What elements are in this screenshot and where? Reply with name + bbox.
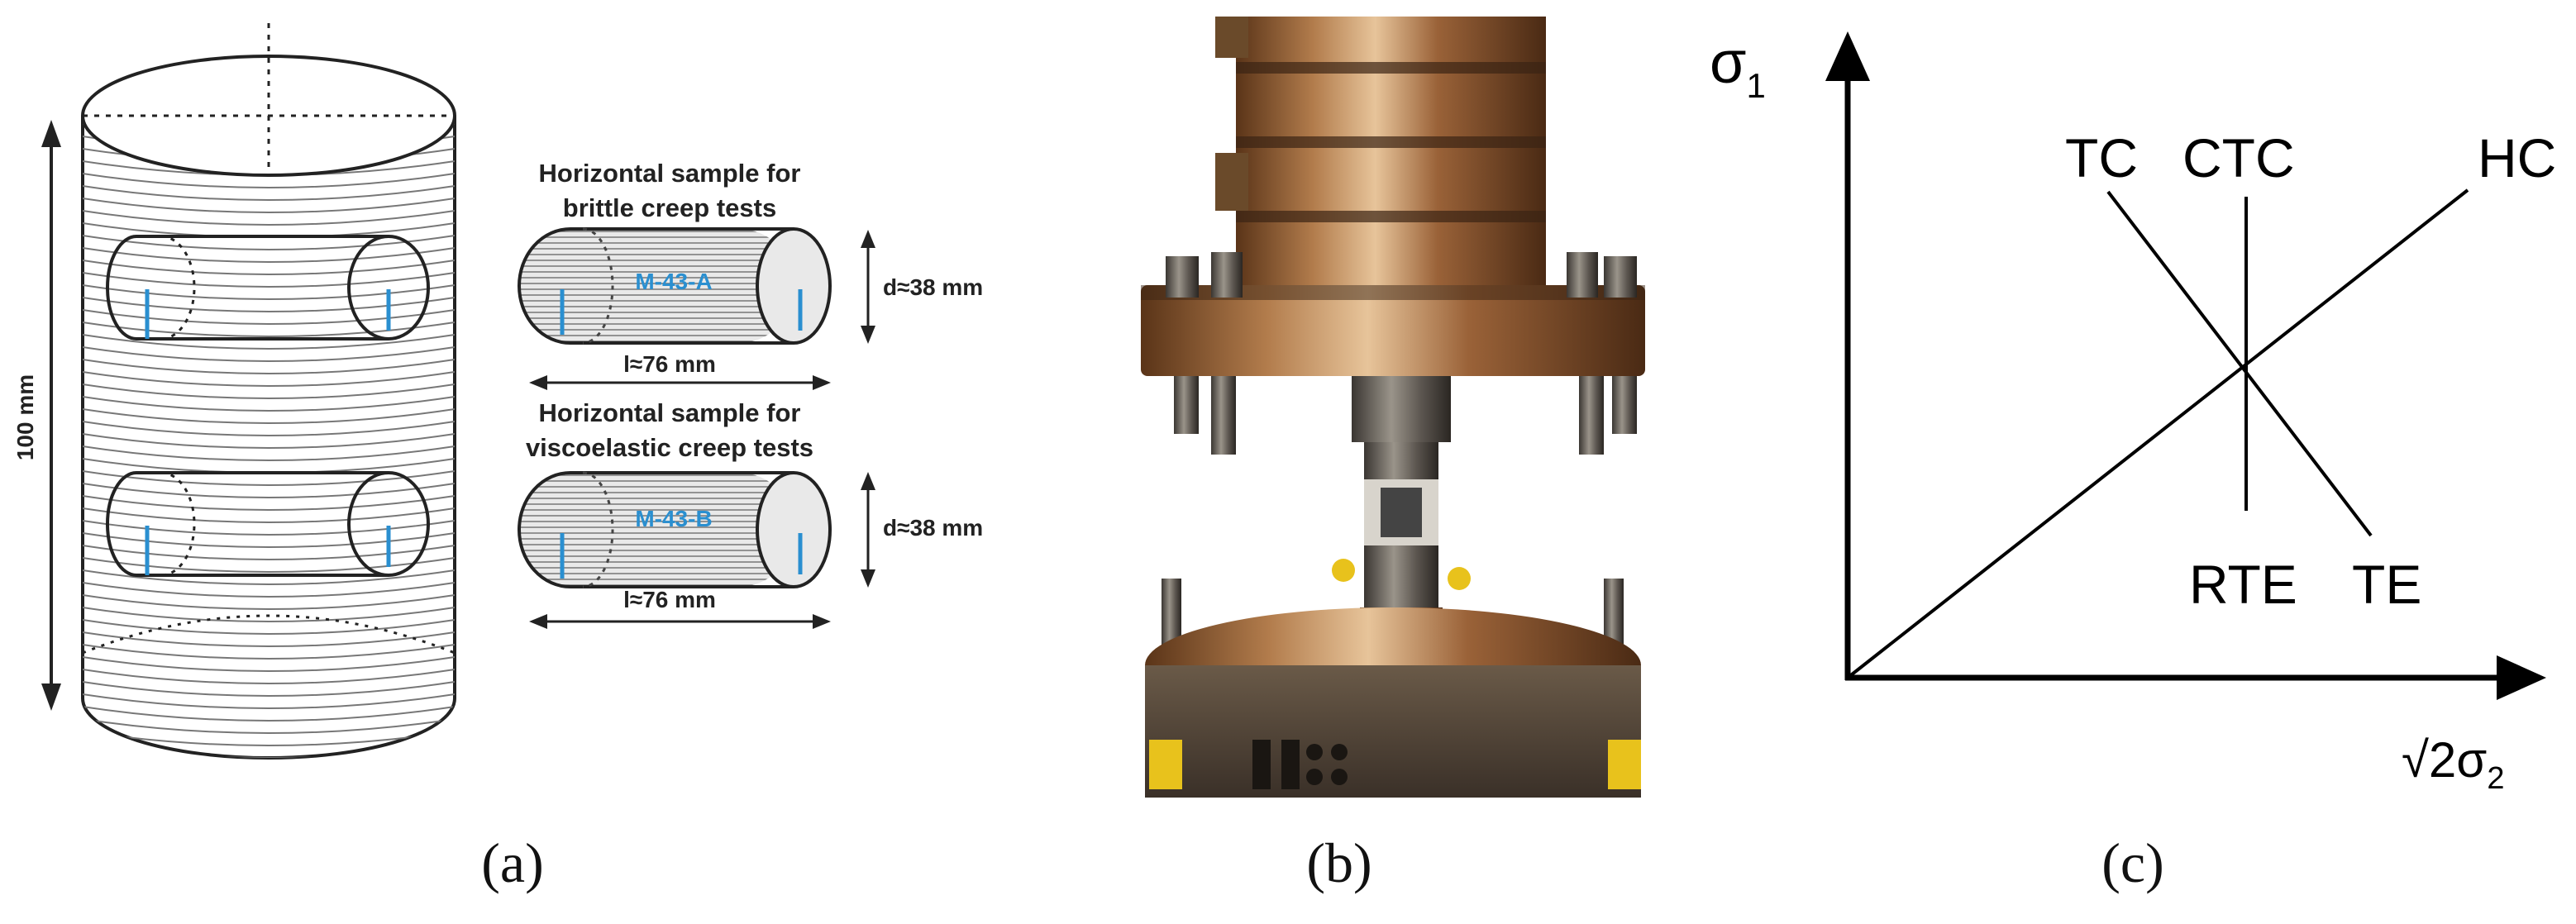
tc-label: TC	[2065, 127, 2138, 188]
base-box	[1145, 665, 1641, 798]
sample-b-title-2: viscoelastic creep tests	[526, 433, 813, 462]
panel-a: 100 mm Horizontal sample for brittle cre…	[0, 0, 1025, 924]
ctc-label: CTC	[2182, 127, 2295, 188]
height-dimension: 100 mm	[12, 120, 61, 711]
piston	[1352, 376, 1451, 442]
test-rig-photo	[1141, 17, 1645, 798]
panel-c: σ1 √2σ2 TC CTC HC RTE TE (c)	[1653, 0, 2576, 924]
panel-b: (b)	[1025, 0, 1653, 924]
sample-a-diameter: d≈38 mm	[883, 274, 983, 300]
svg-text:√2σ2: √2σ2	[2402, 732, 2504, 796]
flange	[1141, 285, 1645, 376]
sample-a-title-2: brittle creep tests	[563, 193, 776, 222]
y-axis-sub: 1	[1746, 66, 1765, 105]
caption-b: (b)	[1306, 831, 1372, 894]
x-axis-arrow	[2497, 655, 2546, 700]
stress-path-diagram: σ1 √2σ2 TC CTC HC RTE TE	[1710, 30, 2556, 796]
upper-vessel	[1236, 17, 1546, 289]
y-axis-arrow	[1825, 31, 1870, 81]
hc-path	[1846, 188, 2469, 679]
sample-b-code: M-43-B	[635, 506, 712, 531]
sample-b-length: l≈76 mm	[623, 587, 716, 612]
x-axis-sub: 2	[2487, 761, 2504, 796]
height-label: 100 mm	[12, 374, 38, 460]
caption-a: (a)	[481, 831, 544, 894]
tc-path	[2106, 190, 2373, 537]
hc-label: HC	[2478, 127, 2556, 188]
sample-a-detail: Horizontal sample for brittle creep test…	[518, 159, 983, 390]
panel-a-drawing: 100 mm Horizontal sample for brittle cre…	[12, 23, 983, 760]
sample-b-title-1: Horizontal sample for	[539, 398, 801, 427]
sample-a-length: l≈76 mm	[623, 351, 716, 377]
x-axis-label: √2σ	[2402, 732, 2487, 788]
sample-a-code: M-43-A	[635, 269, 712, 294]
caption-c: (c)	[2101, 831, 2164, 894]
sample-b-detail: Horizontal sample for viscoelastic creep…	[518, 398, 983, 629]
y-axis-label: σ	[1710, 30, 1746, 96]
core-cylinder	[81, 23, 456, 760]
core-sample-a	[106, 235, 430, 341]
sample-a-title-1: Horizontal sample for	[539, 159, 801, 188]
sample-b-diameter: d≈38 mm	[883, 515, 983, 541]
svg-text:σ1: σ1	[1710, 30, 1766, 105]
flange-bolts	[1166, 252, 1637, 455]
te-label: TE	[2352, 554, 2421, 615]
core-sample-b	[106, 471, 430, 577]
rte-label: RTE	[2189, 554, 2297, 615]
